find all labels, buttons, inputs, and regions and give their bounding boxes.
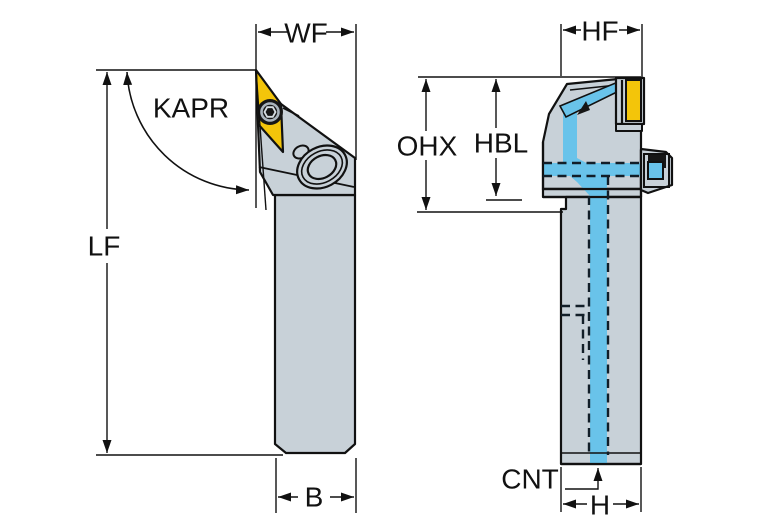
cnt-leader-line: [565, 468, 603, 490]
kapr-label: KAPR: [153, 93, 229, 124]
ohx-label: OHX: [397, 131, 458, 162]
screw-ring: [260, 102, 280, 122]
cnt-label: CNT: [501, 464, 559, 495]
insert-shim-step: [615, 123, 643, 132]
dim-b: B: [275, 458, 357, 513]
side-insert-assembly: [614, 76, 646, 132]
coolant-channels: [543, 80, 660, 464]
coolant-outlet-tip: [577, 101, 590, 115]
nozzle-outline: [643, 153, 670, 188]
kapr-angle-arc: [123, 71, 250, 195]
wf-label: WF: [284, 18, 328, 49]
coolant-nozzle: [639, 147, 674, 195]
dim-kapr: KAPR: [123, 71, 250, 195]
insert-screw: [257, 99, 283, 125]
clamp-hole-inner: [306, 153, 338, 181]
hidden-channel-lines: [543, 161, 648, 455]
b-label: B: [305, 482, 324, 513]
dimension-annotations: LF WF KAPR B OHX: [88, 16, 643, 521]
dim-hf: HF: [560, 16, 643, 76]
dim-cnt: CNT: [501, 464, 603, 495]
h-label: H: [590, 490, 610, 521]
front-shank: [273, 193, 357, 455]
hf-label: HF: [581, 16, 618, 47]
dim-h: H: [560, 467, 642, 521]
side-view: [541, 76, 674, 466]
dim-ohx: OHX: [397, 79, 458, 210]
insert-seat-line: [282, 107, 300, 117]
dim-wf: WF: [255, 18, 357, 208]
front-view: [254, 68, 357, 455]
lf-label: LF: [88, 231, 121, 262]
clamp-hole-mid: [300, 149, 344, 185]
nozzle-blue-port: [647, 161, 664, 180]
dim-hbl: HBL: [474, 79, 528, 201]
side-insert: [625, 79, 642, 122]
coolant-vertical-main: [590, 163, 607, 464]
cutting-edge-extension-line: [255, 69, 267, 211]
clamp-hole: [292, 144, 348, 190]
hbl-label: HBL: [474, 128, 528, 159]
screw-hex-socket-icon: [263, 106, 277, 118]
dim-lf: LF: [88, 72, 121, 453]
